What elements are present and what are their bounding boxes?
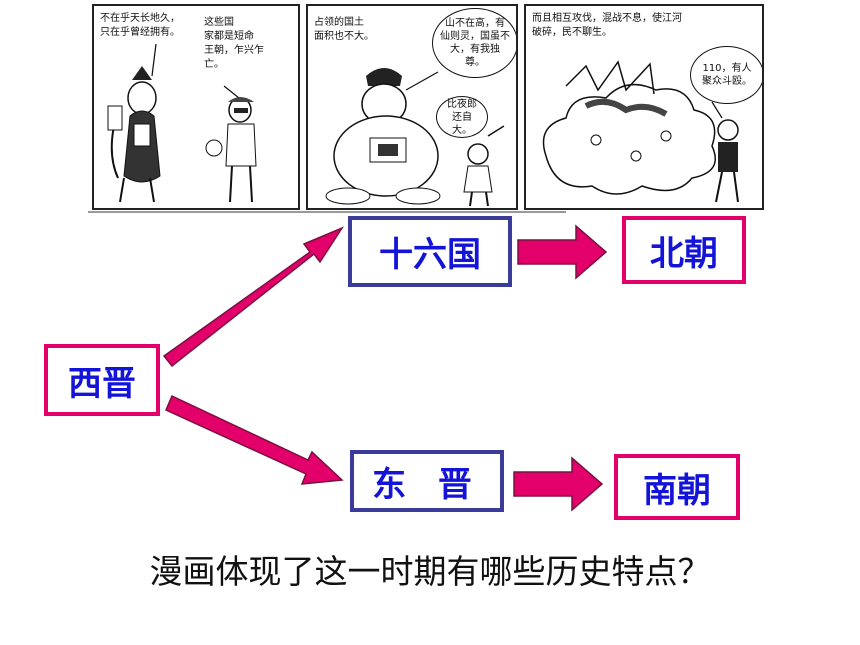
panel1-caption-right: 这些国 家都是短命 王朝，乍兴乍 亡。 (204, 17, 264, 70)
arrow-to-southern-dynasties (513, 456, 604, 512)
box-northern-dynasties: 北朝 (622, 216, 746, 284)
panel2-small-bubble: 比夜郎 还自大。 (436, 96, 488, 138)
box-western-jin: 西晋 (44, 344, 160, 416)
arrow-to-sixteen-kingdoms (162, 226, 344, 368)
question-text: 漫画体现了这一时期有哪些历史特点？ (149, 552, 711, 591)
box-sixteen-kingdoms: 十六国 (348, 216, 512, 287)
box-eastern-jin: 东 晋 (350, 450, 504, 512)
comic-bottom-rule (88, 211, 566, 213)
panel3-illustration (542, 60, 739, 203)
panel3-caption-top: 而且相互攻伐，混战不息，使江河 破碎，民不聊生。 (532, 13, 682, 38)
comic-strip: 不在乎天长地久， 只在乎曾经拥有。 这些国 家都是短命 王朝，乍兴乍 亡。 (92, 4, 764, 210)
panel2-illustration (325, 68, 505, 207)
panel2-caption-left: 占领的国土 面积也不大。 (314, 17, 374, 42)
arrow-to-northern-dynasties (517, 224, 608, 280)
box-southern-dynasties: 南朝 (614, 454, 740, 520)
comic-panel-2: 占领的国土 面积也不大。 山不在高，有 仙则灵，国虽不 大，有我独 尊。 比夜郎… (306, 4, 518, 210)
panel1-illustration (107, 43, 257, 203)
comic-panel-1: 不在乎天长地久， 只在乎曾经拥有。 这些国 家都是短命 王朝，乍兴乍 亡。 (92, 4, 300, 210)
panel3-speech-bubble: 110，有人 聚众斗殴。 (690, 46, 762, 104)
comic-panel-3: 而且相互攻伐，混战不息，使江河 破碎，民不聊生。 110，有人 聚众斗殴。 (524, 4, 764, 210)
panel2-speech-bubble: 山不在高，有 仙则灵，国虽不 大，有我独 尊。 (432, 8, 516, 78)
arrow-to-eastern-jin (165, 394, 344, 485)
panel1-caption-left: 不在乎天长地久， 只在乎曾经拥有。 (100, 13, 180, 38)
